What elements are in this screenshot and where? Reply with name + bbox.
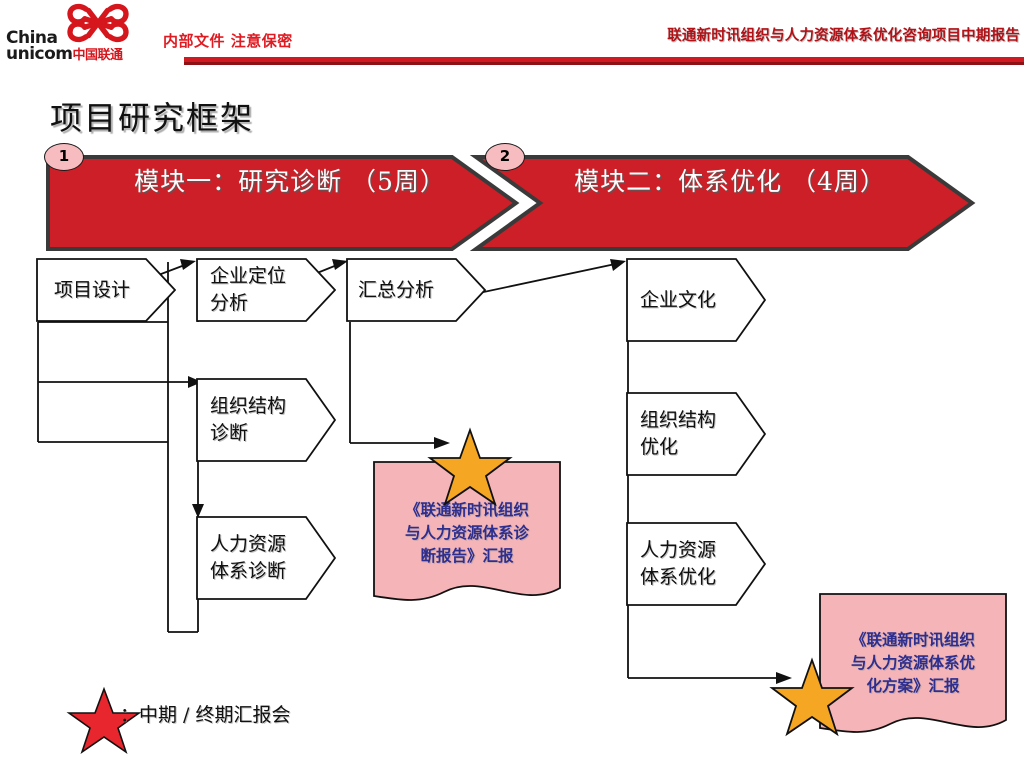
legend-label: ：中期 / 终期汇报会 bbox=[120, 704, 291, 726]
step-label: 汇总分析 bbox=[358, 278, 435, 301]
unicom-logo: China unicom中国联通 bbox=[4, 2, 184, 64]
pentagon-shape bbox=[626, 392, 767, 476]
pentagon-shape bbox=[196, 258, 337, 322]
step-label: 企业定位 分析 bbox=[210, 265, 287, 314]
pentagon-shape bbox=[346, 258, 487, 322]
step-label: 组织结构 诊断 bbox=[210, 395, 287, 444]
header-rule bbox=[184, 57, 1024, 63]
document-shape bbox=[373, 461, 561, 601]
logo-chinese: 中国联通 bbox=[72, 48, 124, 63]
step-label: 企业文化 bbox=[640, 288, 717, 311]
pentagon-shape bbox=[196, 516, 337, 600]
badge-step-2: 2 bbox=[485, 143, 525, 171]
pentagon-shape bbox=[196, 378, 337, 462]
banner-2-label: 模块二：体系优化 （4周） bbox=[574, 167, 886, 196]
step-box-corporate-culture[interactable]: 企业文化 bbox=[626, 258, 767, 342]
badge-step-1: 1 bbox=[44, 143, 84, 171]
unicom-knot-icon bbox=[67, 3, 129, 43]
deliverable-label: 《联通新时讯组织 与人力资源体系优 化方案》汇报 bbox=[850, 630, 975, 695]
page-title: 项目研究框架 bbox=[50, 99, 255, 137]
step-label: 项目设计 bbox=[54, 278, 131, 301]
logo-line-1: China bbox=[6, 28, 58, 48]
step-box-summary-analysis[interactable]: 汇总分析 bbox=[346, 258, 487, 322]
step-box-hr-system-optimization[interactable]: 人力资源 体系优化 bbox=[626, 522, 767, 606]
step-label: 人力资源 体系优化 bbox=[640, 539, 717, 588]
pentagon-shape bbox=[36, 258, 177, 322]
banner-1-label: 模块一：研究诊断 （5周） bbox=[134, 167, 446, 196]
deliverable-doc-diagnosis[interactable]: 《联通新时讯组织 与人力资源体系诊 断报告》汇报 bbox=[372, 460, 562, 610]
document-title: 联通新时讯组织与人力资源体系优化咨询项目中期报告 bbox=[667, 28, 1020, 44]
step-label: 组织结构 优化 bbox=[640, 409, 717, 458]
pentagon-shape bbox=[626, 258, 767, 342]
confidential-note: 内部文件 注意保密 bbox=[163, 32, 293, 50]
step-box-project-design[interactable]: 项目设计 bbox=[36, 258, 177, 322]
unicom-logo-text: China unicom中国联通 bbox=[6, 30, 184, 64]
slide-header: China unicom中国联通 内部文件 注意保密 联通新时讯组织与人力资源体… bbox=[0, 0, 1024, 66]
deliverable-label: 《联通新时讯组织 与人力资源体系诊 断报告》汇报 bbox=[404, 500, 529, 565]
pentagon-shape bbox=[626, 522, 767, 606]
deliverable-doc-optimization[interactable]: 《联通新时讯组织 与人力资源体系优 化方案》汇报 bbox=[818, 592, 1008, 742]
logo-line-2: unicom中国联通 bbox=[6, 44, 124, 64]
step-label: 人力资源 体系诊断 bbox=[210, 533, 287, 582]
step-box-org-structure-diagnosis[interactable]: 组织结构 诊断 bbox=[196, 378, 337, 462]
header-rule-shadow bbox=[184, 62, 1024, 65]
step-box-positioning-analysis[interactable]: 企业定位 分析 bbox=[196, 258, 337, 322]
step-box-hr-system-diagnosis[interactable]: 人力资源 体系诊断 bbox=[196, 516, 337, 600]
step-box-org-structure-optimization[interactable]: 组织结构 优化 bbox=[626, 392, 767, 476]
